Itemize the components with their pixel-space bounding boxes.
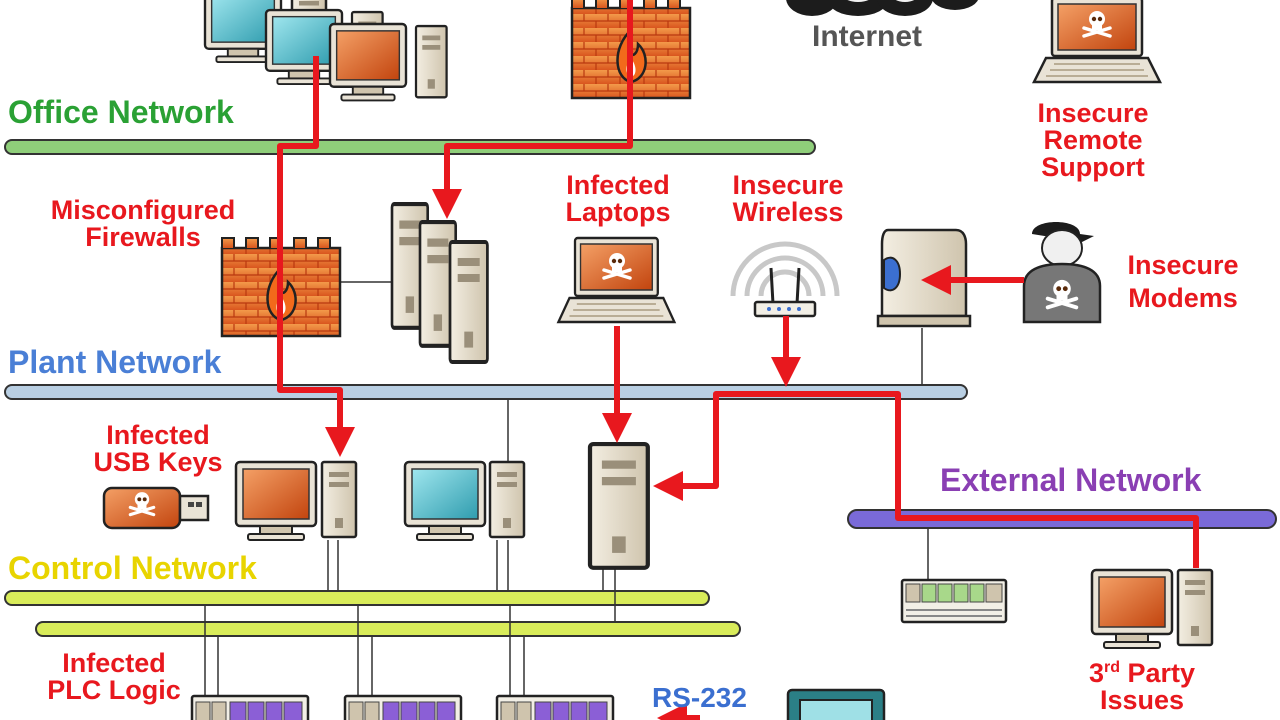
infected-plc-logic-line1: Infected [62, 648, 166, 678]
internet-label: Internet [812, 20, 923, 53]
infected-laptops-label: Infected Laptops [548, 172, 688, 226]
infected-laptop-icon [557, 236, 676, 324]
insecure-modems-line2: Modems [1128, 283, 1238, 313]
plant-network-label: Plant Network [8, 344, 222, 380]
misconfigured-firewalls-label: Misconfigured Firewalls [40, 197, 246, 251]
third-party-ordinal-suffix: rd [1103, 659, 1120, 676]
network-connectors [204, 281, 929, 700]
office-network-bar [4, 139, 816, 155]
insecure-wireless-label: Insecure Wireless [718, 172, 858, 226]
usb-key-icon [102, 486, 210, 530]
external-network-label: External Network [940, 462, 1202, 498]
plc-icon-2 [343, 694, 463, 720]
plc-icon-3 [495, 694, 615, 720]
third-party-issues-line1: 3rd Party [1089, 660, 1195, 687]
insecure-wireless-line1: Insecure [732, 170, 844, 200]
rs232-label: RS-232 [652, 682, 747, 713]
third-party-workstation-icon [1090, 568, 1214, 650]
misconfigured-firewalls-line2: Firewalls [85, 222, 201, 252]
external-plc-icon [900, 578, 1008, 624]
infected-usb-keys-label: Infected USB Keys [84, 422, 232, 476]
insecure-remote-support-line2: Remote [1043, 125, 1143, 155]
insecure-wireless-line2: Wireless [732, 197, 844, 227]
misconfigured-firewalls-line1: Misconfigured [50, 195, 236, 225]
attack-path-office-to-control [277, 56, 355, 457]
plant-servers-icon [392, 204, 487, 362]
attack-path-external-to-server [653, 391, 1199, 568]
wireless-access-point-icon [730, 241, 840, 318]
infected-plc-logic-line2: PLC Logic [47, 675, 181, 705]
infected-usb-keys-line2: USB Keys [93, 447, 223, 477]
insecure-remote-support-label: Insecure Remote Support [1020, 100, 1166, 181]
control-workstation-orange-icon [234, 460, 358, 542]
control-server-icon [590, 444, 648, 568]
control-workstation-cyan-icon [403, 460, 526, 542]
rs232-device-icon [786, 688, 886, 720]
third-party-issues-label: 3rd Party Issues [1078, 660, 1206, 714]
office-workstations-icon [203, 0, 448, 102]
insecure-modems-line1: Insecure [1127, 250, 1239, 280]
hacker-icon [1022, 222, 1102, 324]
third-party-issues-line2: Issues [1099, 685, 1185, 715]
insecure-remote-support-line3: Support [1041, 152, 1145, 182]
third-party-word: Party [1119, 658, 1196, 688]
attack-path-internet-to-servers [432, 0, 633, 219]
infected-usb-keys-line1: Infected [106, 420, 210, 450]
third-party-ordinal: 3 [1088, 658, 1104, 688]
internet-cloud-icon [786, 0, 978, 16]
insecure-modems-label: Insecure Modems [1112, 252, 1254, 312]
infected-laptops-line1: Infected [566, 170, 670, 200]
insecure-remote-support-line1: Insecure [1037, 98, 1149, 128]
control-network-bar-upper [4, 590, 710, 606]
plc-icon-1 [190, 694, 310, 720]
attack-paths [277, 0, 1199, 720]
infected-laptops-line2: Laptops [565, 197, 671, 227]
remote-support-laptop-icon [1032, 0, 1162, 84]
infected-plc-logic-label: Infected PLC Logic [34, 650, 194, 704]
control-network-bar-lower [35, 621, 741, 637]
control-network-label: Control Network [8, 550, 257, 586]
office-network-label: Office Network [8, 94, 234, 130]
